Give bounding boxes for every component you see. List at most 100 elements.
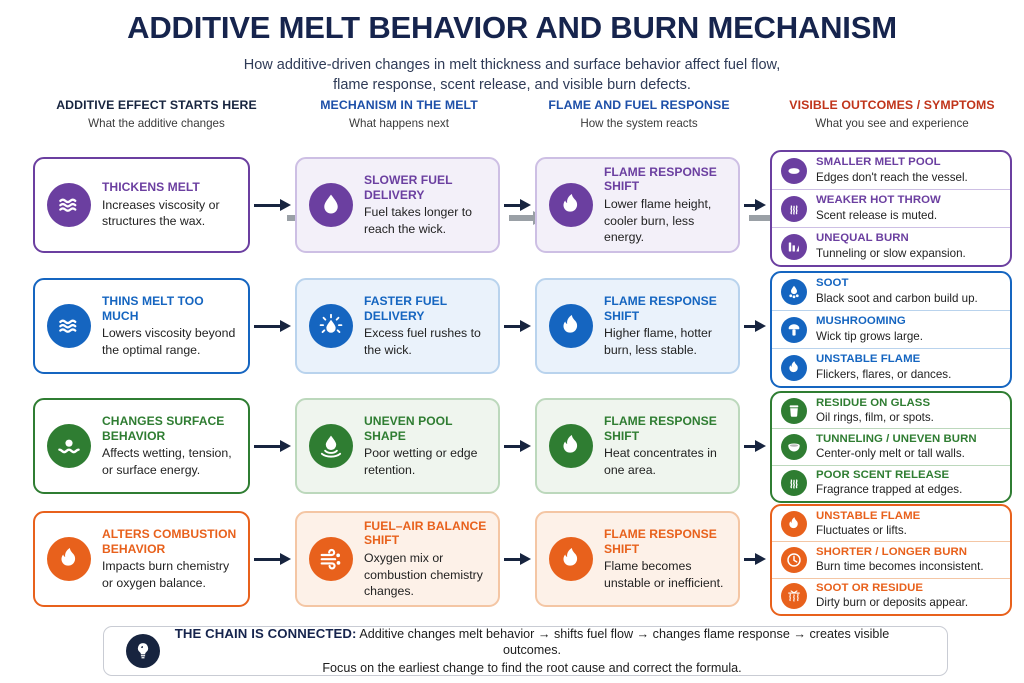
connector-arrow-3-row-3-icon xyxy=(744,439,766,453)
soot-residue-icon xyxy=(781,583,807,610)
footer-banner: The chain is connected: Additive changes… xyxy=(103,626,948,676)
mushroom-icon xyxy=(781,316,807,343)
outcome-desc: Edges don't reach the vessel. xyxy=(816,170,968,184)
footer-text: The chain is connected: Additive changes… xyxy=(173,625,931,677)
stage-desc: Increases viscosity or structures the wa… xyxy=(102,198,220,229)
outcome-title: UNSTABLE FLAME xyxy=(816,509,921,522)
stage-desc: Oxygen mix or combustion chemistry chang… xyxy=(364,551,483,598)
stage-desc: Flame becomes unstable or inefficient. xyxy=(604,559,724,590)
stage-title: THINS MELT TOO MUCH xyxy=(102,293,204,323)
splash-droplet-icon xyxy=(309,304,353,348)
stage-desc: Lower flame height, cooler burn, less en… xyxy=(604,197,712,244)
outcome-desc: Fluctuates or lifts. xyxy=(816,523,907,537)
connector-arrow-1-row-4-icon xyxy=(254,552,291,566)
outcome-desc: Burn time becomes inconsistent. xyxy=(816,560,984,574)
connector-arrow-1-row-1-icon xyxy=(254,198,291,212)
column-header-2-subtitle: What happens next xyxy=(349,116,449,130)
stage-desc: Higher flame, hotter burn, less stable. xyxy=(604,326,712,357)
outcome-title: POOR SCENT RELEASE xyxy=(816,469,950,482)
connector-arrow-2-row-1-icon xyxy=(504,198,531,212)
bar-chart-icon xyxy=(781,233,807,260)
footer-lead: The chain is connected: xyxy=(174,626,357,642)
stage-title: ALTERS COMBUSTION BEHAVIOR xyxy=(102,526,237,556)
stage-desc: Heat concentrates in one area. xyxy=(604,446,717,477)
outcome-title: WEAKER HOT THROW xyxy=(816,194,941,207)
stage-title: FLAME RESPONSE SHIFT xyxy=(604,164,717,194)
connector-arrow-3-row-2-icon xyxy=(744,319,766,333)
outcome-title: MUSHROOMING xyxy=(816,315,906,328)
lightbulb-icon xyxy=(126,634,160,668)
stage-desc: Impacts burn chemistry or oxygen balance… xyxy=(102,559,230,590)
column-header-4-subtitle: What you see and experience xyxy=(815,116,969,130)
flame-icon xyxy=(549,304,593,348)
droplet-icon xyxy=(309,183,353,227)
outcome-title: SOOT OR RESIDUE xyxy=(816,582,924,595)
outcome-title: RESIDUE ON GLASS xyxy=(816,396,931,409)
column-header-1-title: ADDITIVE EFFECT STARTS HERE xyxy=(56,98,257,112)
surface-tension-icon xyxy=(47,424,91,468)
column-header-3-subtitle: How the system reacts xyxy=(580,116,698,130)
melt-pool-icon xyxy=(781,157,807,184)
page-header: Additive Melt Behavior and Burn Mechanis… xyxy=(0,0,1024,95)
outcome-desc: Oil rings, film, or spots. xyxy=(816,410,934,424)
connector-arrow-2-row-2-icon xyxy=(504,319,531,333)
stage-title: THICKENS MELT xyxy=(102,180,200,195)
outcome-title: TUNNELING / UNEVEN BURN xyxy=(816,432,977,445)
soot-icon xyxy=(781,278,807,305)
connector-arrow-2-row-4-icon xyxy=(504,552,531,566)
connector-arrow-1-row-3-icon xyxy=(254,439,291,453)
outcome-title: UNEQUAL BURN xyxy=(816,232,909,245)
page-subtitle-line2: flame response, scent release, and visib… xyxy=(333,77,691,93)
stage-desc: Excess fuel rushes to the wick. xyxy=(364,326,481,357)
stage-card-stage1-row-1[interactable]: THICKENS MELT Increases viscosity or stru… xyxy=(33,157,250,253)
stage-desc: Affects wetting, tension, or surface ene… xyxy=(102,446,232,477)
ripple-droplet-icon xyxy=(309,424,353,468)
bowl-icon xyxy=(781,433,807,460)
flame-icon xyxy=(781,510,807,537)
footer-line2: Focus on the earliest change to find the… xyxy=(322,660,742,675)
page-subtitle: How additive-driven changes in melt thic… xyxy=(192,55,832,95)
outcome-desc: Wick tip grows large. xyxy=(816,329,923,343)
outcome-item[interactable]: TUNNELING / UNEVEN BURN Center-only melt … xyxy=(772,428,1010,464)
waves-icon xyxy=(47,183,91,227)
stage-desc: Lowers viscosity beyond the optimal rang… xyxy=(102,326,236,357)
connector-arrow-3-row-1-icon xyxy=(744,198,766,212)
column-headers: ADDITIVE EFFECT STARTS HERE What the add… xyxy=(0,98,1024,225)
outcome-title: SMALLER MELT POOL xyxy=(816,156,941,169)
outcome-desc: Center-only melt or tall walls. xyxy=(816,447,965,461)
clock-icon xyxy=(781,546,807,573)
outcome-desc: Scent release is muted. xyxy=(816,208,938,222)
flame-icon xyxy=(549,183,593,227)
waves-icon xyxy=(47,304,91,348)
footer-line1: Additive changes melt behavior → shifts … xyxy=(356,627,890,658)
outcome-title: SOOT xyxy=(816,277,849,290)
connector-arrow-3-row-4-icon xyxy=(744,552,766,566)
column-header-3: FLAME AND FUEL RESPONSE How the system r… xyxy=(536,98,742,130)
